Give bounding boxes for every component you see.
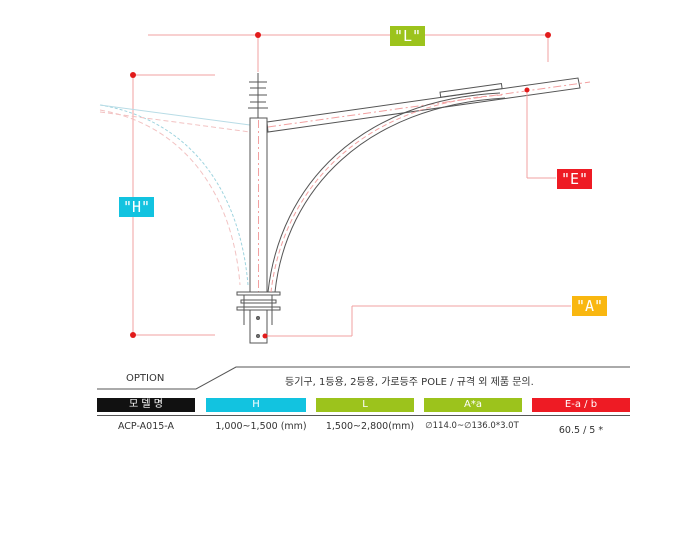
arm-sleeve xyxy=(439,83,503,98)
e-dimension-tag: "E" xyxy=(557,169,593,189)
table-divider xyxy=(97,415,630,416)
h-dimension-tag: "H" xyxy=(119,197,155,217)
option-text: 등기구, 1등용, 2등용, 가로등주 POLE / 규격 외 제품 문의. xyxy=(285,377,534,388)
pole-top-cap xyxy=(248,73,268,118)
e-leader-dot xyxy=(524,87,530,93)
arm-support-curve xyxy=(274,97,506,293)
cell-a: ∅114.0~∅136.0*3.0T xyxy=(425,421,519,431)
cell-model: ACP-A015-A xyxy=(117,421,175,432)
h-dimension-dot xyxy=(130,332,136,338)
header-model: 모 델 명 xyxy=(97,398,195,412)
cell-l: 1,500~2,800(mm) xyxy=(325,421,415,432)
h-dimension-dot xyxy=(130,72,136,78)
l-dimension-dot xyxy=(545,32,551,38)
arm-support-center xyxy=(270,94,503,293)
header-a: A*a xyxy=(424,398,522,412)
l-dimension-dot xyxy=(255,32,261,38)
ghost-arm-top xyxy=(99,104,251,126)
cell-h: 1,000~1,500 (mm) xyxy=(215,421,307,432)
a-dimension-tag: "A" xyxy=(572,296,608,316)
option-label: OPTION xyxy=(126,373,165,384)
ghost-arm-curve xyxy=(99,109,241,286)
ghost-arm-curve xyxy=(99,104,249,286)
header-e: E-a / b xyxy=(532,398,630,412)
pole-base xyxy=(236,291,281,344)
ghost-arm-top xyxy=(99,111,251,133)
header-h: H xyxy=(206,398,306,412)
cell-e: 60.5 / 5 * xyxy=(558,425,604,436)
arm-support-curve xyxy=(267,92,501,293)
a-leader-dot xyxy=(262,333,268,339)
l-dimension-tag: "L" xyxy=(390,26,426,46)
header-l: L xyxy=(316,398,414,412)
